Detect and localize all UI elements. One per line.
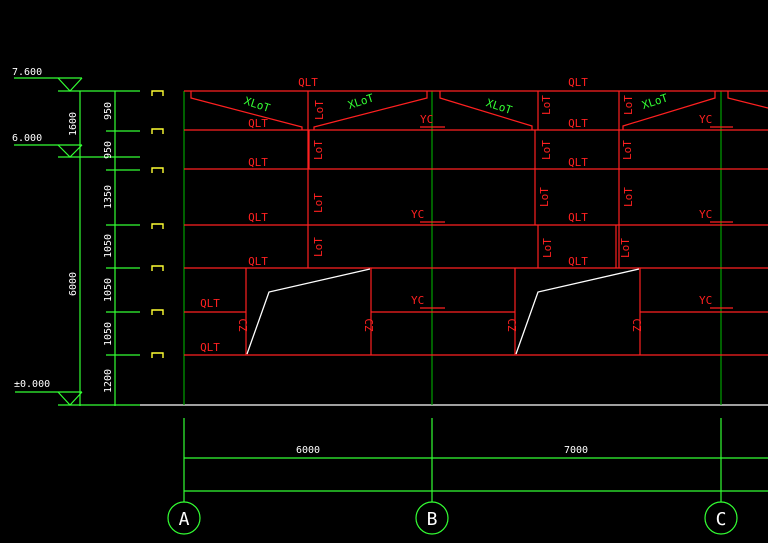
label-yc-31: YC bbox=[411, 294, 424, 307]
horizontal-dimensions bbox=[167, 418, 768, 535]
level-bracket-1 bbox=[151, 128, 164, 134]
axis-label-b: B bbox=[427, 509, 438, 530]
inner-dim-4: 1050 bbox=[103, 278, 114, 302]
label-qlt-17: QLT bbox=[568, 156, 588, 169]
label-cz-37: CZ bbox=[630, 318, 643, 332]
level-bracket-0 bbox=[151, 90, 164, 96]
label-qlt-21: QLT bbox=[248, 211, 268, 224]
level-bracket-3 bbox=[151, 223, 164, 229]
stair-flight-2 bbox=[515, 268, 640, 355]
label-cz-35: CZ bbox=[362, 318, 375, 332]
label-lot-19: LoT bbox=[538, 187, 551, 207]
label-yc-23: YC bbox=[411, 208, 424, 221]
label-lot-15: LoT bbox=[621, 140, 634, 160]
label-cz-36: CZ bbox=[505, 318, 518, 332]
label-lot-18: LoT bbox=[312, 193, 325, 213]
inner-dim-2: 1350 bbox=[103, 185, 114, 209]
inner-dim-0: 950 bbox=[103, 102, 114, 120]
label-yc-32: YC bbox=[699, 294, 712, 307]
vertical-dimensions bbox=[58, 90, 140, 406]
outer-dim-1600: 1600 bbox=[68, 112, 79, 136]
stair-flight-1 bbox=[246, 268, 371, 355]
label-yc-24: YC bbox=[699, 208, 712, 221]
label-cz-34: CZ bbox=[236, 318, 249, 332]
label-qlt-29: QLT bbox=[568, 255, 588, 268]
label-qlt-1: QLT bbox=[568, 76, 588, 89]
label-qlt-33: QLT bbox=[200, 341, 220, 354]
axis-label-c: C bbox=[716, 509, 727, 530]
elevation-label-0000: ±0.000 bbox=[14, 379, 50, 390]
level-bracket-4 bbox=[151, 265, 164, 271]
label-yc-12: YC bbox=[699, 113, 712, 126]
bay-dim-bc: 7000 bbox=[564, 445, 588, 456]
elevation-label-6000: 6.000 bbox=[12, 133, 42, 144]
label-lot-26: LoT bbox=[541, 238, 554, 258]
beams bbox=[184, 90, 768, 356]
label-lot-6: LoT bbox=[313, 100, 326, 120]
inner-dim-5: 1050 bbox=[103, 322, 114, 346]
label-lot-27: LoT bbox=[619, 238, 632, 258]
rafter-a-left bbox=[190, 91, 303, 130]
label-lot-14: LoT bbox=[540, 140, 553, 160]
inner-dim-6: 1200 bbox=[103, 369, 114, 393]
stairs bbox=[246, 268, 640, 355]
label-lot-13: LoT bbox=[312, 140, 325, 160]
grid-axis-lines bbox=[183, 91, 722, 405]
label-lot-7: LoT bbox=[540, 95, 553, 115]
bay-dim-ab: 6000 bbox=[296, 445, 320, 456]
axis-bubble-a bbox=[167, 501, 201, 535]
axis-bubble-c bbox=[704, 501, 738, 535]
label-lot-8: LoT bbox=[622, 95, 635, 115]
label-qlt-10: QLT bbox=[568, 117, 588, 130]
label-qlt-30: QLT bbox=[200, 297, 220, 310]
axis-bubble-b bbox=[415, 501, 449, 535]
rafter-c-left bbox=[727, 91, 768, 109]
level-bracket-2 bbox=[151, 167, 164, 173]
label-qlt-28: QLT bbox=[248, 255, 268, 268]
level-bracket-6 bbox=[151, 352, 164, 358]
label-lot-20: LoT bbox=[622, 187, 635, 207]
label-yc-11: YC bbox=[420, 113, 433, 126]
label-qlt-0: QLT bbox=[298, 76, 318, 89]
rafter-b-left bbox=[439, 91, 533, 130]
rafter-a-right bbox=[313, 91, 428, 130]
label-lot-25: LoT bbox=[312, 237, 325, 257]
rafter-b-right bbox=[622, 91, 716, 130]
elevation-label-7600: 7.600 bbox=[12, 67, 42, 78]
level-brackets bbox=[151, 90, 164, 358]
inner-dim-3: 1050 bbox=[103, 234, 114, 258]
label-qlt-16: QLT bbox=[248, 156, 268, 169]
axis-label-a: A bbox=[179, 509, 190, 530]
inner-dim-1: 950 bbox=[103, 141, 114, 159]
label-qlt-9: QLT bbox=[248, 117, 268, 130]
label-qlt-22: QLT bbox=[568, 211, 588, 224]
level-bracket-5 bbox=[151, 309, 164, 315]
outer-dim-6000: 6000 bbox=[68, 272, 79, 296]
